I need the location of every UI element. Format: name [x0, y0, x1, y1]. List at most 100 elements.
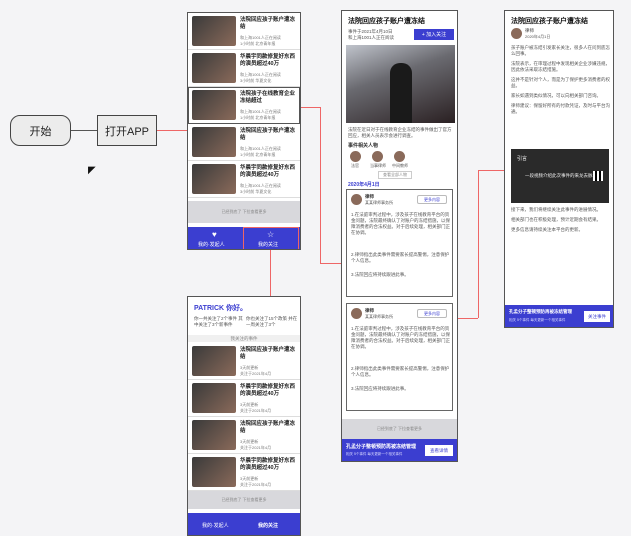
item-sub: 关注于2021年4月	[240, 445, 272, 450]
item-title: 法院回应孩子账户遭冻结	[240, 347, 296, 360]
footer-right-tab[interactable]	[243, 227, 299, 249]
item-title: 华晨宇同款修复好东西的演员超过40万	[240, 458, 296, 471]
article-footer-sub: 相关 5个事件 每天更新一个相关事件	[509, 318, 566, 322]
footer-left-label[interactable]: 我的·发起人	[198, 242, 225, 248]
profile-footer-right[interactable]: 我的关注	[258, 523, 279, 529]
expert-name-2: 当事律师	[370, 163, 386, 168]
item-sub: 1小时前 北京青年报	[240, 41, 276, 46]
commenter-name: 律师	[365, 194, 374, 199]
expert-name-1: 法官	[351, 163, 359, 168]
list-footer: ♥ 我的·发起人 ☆ 我的关注	[188, 227, 300, 249]
article-title: 法院回应孩子账户遭冻结	[511, 18, 588, 25]
item-title: 法院回应孩子账户遭冻结	[240, 17, 296, 30]
speaker-figure	[390, 63, 412, 123]
profile-footer: 我的·发起人 我的关注	[188, 513, 300, 535]
item-sub: 1小时前 北京青年报	[240, 115, 276, 120]
item-sub: 关注于2021年4月	[240, 371, 272, 376]
detail-footer: 孔孟分子整顿预防再被冻结管理 相关 5个事件 每天更新一个相关事件 查看详情	[342, 439, 457, 461]
article-footer-title: 孔孟分子整顿预防再被冻结管理	[509, 309, 572, 314]
comment-body2: 2.律师指出此类事件需要家长提高警惕，注意保护个人信息。	[351, 252, 450, 263]
item-meta: 和上海1001人正在阅读	[240, 146, 281, 151]
detail-date: 2020年4月1日	[348, 182, 380, 188]
article-paragraph: 接下来，我们将继续关注此事件的进展情况。	[511, 207, 601, 212]
detail-meta2: 和上海1001人正在阅读	[348, 35, 395, 40]
article-video[interactable]: 引言 一段视频介绍此次事件的来龙去脉	[511, 149, 609, 203]
detail-footer-title: 孔孟分子整顿预防再被冻结管理	[346, 444, 417, 450]
list-item[interactable]: 法院回应孩子账户遭冻结 3天前更新关注于2021年4月	[188, 343, 300, 380]
bookmark-icon: ☆	[267, 230, 275, 239]
article-paragraphs: 孩子账户被冻结引发家长关注，很多人在问到底怎么回事。法院表示，在审理过程中发现相…	[511, 45, 611, 119]
expert-avatar-3[interactable]	[394, 151, 405, 162]
item-meta: 3天前更新	[240, 402, 259, 407]
article-author: 律师	[525, 28, 534, 33]
item-title: 华晨宇同款修复好东西的演员超过40万	[240, 54, 296, 67]
follow-button[interactable]: + 加入关注	[414, 29, 454, 40]
more-experts-link[interactable]: 查看全部人物	[378, 171, 412, 179]
item-meta: 3天前更新	[240, 365, 259, 370]
article-footer: 孔孟分子整顿预防再被冻结管理 相关 5个事件 每天更新一个相关事件 关注事件	[505, 305, 613, 327]
expert-avatar-2[interactable]	[372, 151, 383, 162]
commenter-avatar	[351, 308, 362, 319]
commenter-role: 某某律师事务所	[365, 314, 393, 319]
profile-stat-right: 你也关注了15个政策 并在一周关注了3个	[246, 316, 298, 327]
cursor-icon: ◤	[88, 165, 96, 176]
detail-footer-button[interactable]: 查看详情	[425, 445, 453, 456]
item-title: 法院回应孩子账户遭冻结	[240, 421, 296, 434]
profile-section-label: 我关注的事件	[188, 335, 300, 342]
thumbnail-image	[192, 346, 236, 376]
thumbnail-image	[192, 16, 236, 46]
article-paragraph: 孩子账户被冻结引发家长关注，很多人在问到底怎么回事。	[511, 45, 610, 56]
article-paragraph: 更多信息请持续关注本平台的更新。	[511, 227, 583, 232]
comment-card-1[interactable]: 律师 某某律师事务所 更多内容 1.在法庭审判过程中，涉及孩子在线教育平台的资金…	[346, 189, 453, 297]
connector-list-detail-h2	[320, 263, 341, 264]
detail-loadmore: 已经到底了 下拉查看更多	[342, 419, 457, 439]
thumbnail-image	[192, 164, 236, 194]
item-title: 法院孩子在线教育企业冻结超过	[240, 91, 296, 104]
detail-hero-image	[346, 45, 455, 123]
item-sub: 1小时前 北京青年报	[240, 152, 276, 157]
heart-icon[interactable]: ♥	[212, 230, 217, 239]
comment-body2: 2.律师指出此类事件需要家长提高警惕，注意保护个人信息。	[351, 366, 450, 377]
connector-detail-article-v	[478, 170, 479, 318]
item-meta: 和上海1001人正在阅读	[240, 35, 281, 40]
list-item[interactable]: 法院回应孩子账户遭冻结 3天前更新关注于2021年4月	[188, 417, 300, 454]
expert-avatar-1[interactable]	[350, 151, 361, 162]
detail-footer-sub: 相关 5个事件 每天更新一个相关事件	[346, 452, 403, 456]
article-paragraph: 律师建议：保留好所有的付款凭证，及时与平台沟通。	[511, 103, 610, 114]
item-title: 华晨宇同款修复好东西的演员超过40万	[240, 165, 296, 178]
comment-tag[interactable]: 更多内容	[417, 309, 447, 318]
connector-list-profile-v	[270, 248, 271, 296]
item-meta: 3天前更新	[240, 439, 259, 444]
comment-card-2[interactable]: 律师 某某律师事务所 更多内容 1.在法庭审判过程中，涉及孩子在线教育平台的资金…	[346, 303, 453, 411]
profile-loadmore: 已经到底了 下拉查看更多	[188, 491, 300, 509]
profile-screen: PATRICK 你好。 你一共关注了2个事件 其中关注了3个新事件 你也关注了1…	[187, 296, 301, 536]
experts-label: 事件相关人物	[348, 143, 379, 149]
item-title: 华晨宇同款修复好东西的演员超过40万	[240, 384, 296, 397]
profile-greeting: PATRICK 你好。	[194, 305, 248, 312]
comment-body: 1.在法庭审判过程中，涉及孩子在线教育平台的资金问题，法院最终确认了对账户的冻结…	[351, 326, 450, 349]
profile-footer-left[interactable]: 我的·发起人	[202, 523, 229, 529]
item-sub: 关注于2021年4月	[240, 482, 272, 487]
article-date: 2020年4月1日	[525, 34, 551, 39]
item-meta: 和上海1001人正在阅读	[240, 109, 281, 114]
connector-list-detail-h	[300, 107, 320, 108]
article-footer-button[interactable]: 关注事件	[584, 311, 610, 322]
thumbnail-image	[192, 383, 236, 413]
thumbnail-image	[192, 457, 236, 487]
comment-tag[interactable]: 更多内容	[417, 195, 447, 204]
detail-screen: 法院回应孩子账户遭冻结 事件于2021年4月10日 和上海1001人正在阅读 +…	[341, 10, 458, 462]
start-node[interactable]: 开始	[10, 115, 71, 146]
item-meta: 和上海1001人正在阅读	[240, 183, 281, 188]
open-app-node[interactable]: 打开APP	[97, 115, 157, 146]
detail-title: 法院回应孩子账户遭冻结	[348, 18, 425, 25]
list-loadmore: 已经到底了 下拉查看更多	[188, 201, 300, 223]
